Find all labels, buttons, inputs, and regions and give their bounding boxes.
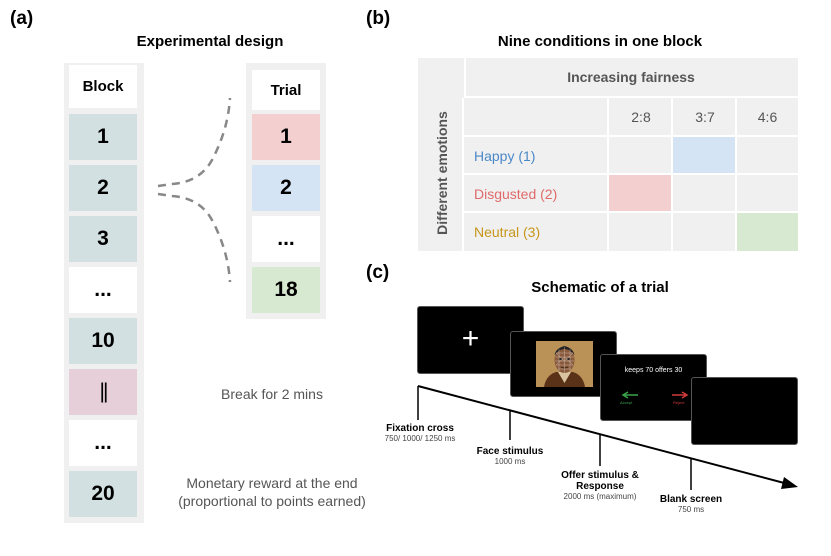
block-cell-1: 1 [69, 114, 137, 160]
cell-disgusted-4-6 [737, 175, 798, 213]
fixation-cross-symbol: + [461, 322, 480, 355]
trial-header: Trial [252, 70, 320, 110]
trial-cell-2: 2 [252, 165, 320, 211]
cell-happy-3-7 [673, 137, 737, 175]
step-blank-duration: 750 ms [677, 505, 705, 514]
row-title-band [418, 98, 464, 251]
trial-cell-18: 18 [252, 267, 320, 313]
row-happy-label-cell [464, 137, 609, 175]
block-cell-3: 3 [69, 216, 137, 262]
trial-cell-ellipsis: ... [252, 216, 320, 262]
col-header-1-cell [609, 98, 673, 137]
block-cell-10: 10 [69, 318, 137, 364]
step-offer-name-line2: Response [576, 481, 624, 492]
col-header-4-6: 4:6 [757, 109, 778, 125]
col-header-3-7: 3:7 [695, 109, 715, 125]
cell-disgusted-3-7 [673, 175, 737, 213]
accept-arrow-icon [621, 391, 638, 399]
step-blank-name: Blank screen [659, 494, 723, 505]
col-header-blank [464, 98, 609, 137]
cell-happy-4-6 [737, 137, 798, 175]
cell-disgusted-2-8 [609, 175, 673, 213]
col-header-2-cell [673, 98, 737, 137]
step-face: Face stimulus 1000 ms [460, 446, 560, 466]
panel-a-title: Experimental design [136, 33, 284, 50]
step-offer: Offer stimulus & Response 2000 ms (maxim… [548, 470, 652, 501]
reward-note-line1: Monetary reward at the end [186, 475, 358, 491]
face-screen [510, 331, 617, 397]
cell-neutral-2-8 [609, 213, 673, 251]
fixation-screen: + [417, 306, 524, 374]
block-cell-ellipsis-1: ... [69, 267, 137, 313]
break-note: Break for 2 mins [221, 386, 323, 402]
block-cell-20: 20 [69, 471, 137, 517]
cell-neutral-4-6 [737, 213, 798, 251]
conditions-grid: Increasing fairness Different emotions 2… [418, 58, 798, 251]
col-title: Increasing fairness [567, 69, 695, 85]
expansion-bracket [157, 97, 232, 283]
panel-c-label: (c) [366, 262, 390, 283]
step-offer-duration: 2000 ms (maximum) [563, 492, 637, 501]
step-fixation-duration: 750/ 1000/ 1250 ms [384, 434, 456, 443]
block-header: Block [69, 65, 137, 108]
offer-text: keeps 70 offers 30 [624, 367, 683, 374]
row-label-happy: Happy (1) [474, 148, 536, 164]
row-neutral-label-cell [464, 213, 609, 251]
cell-neutral-3-7 [673, 213, 737, 251]
blank-screen [691, 377, 798, 445]
col-header-3-cell [737, 98, 798, 137]
trial-column: Trial 1 2 ... 18 [246, 63, 326, 319]
face-photo [536, 341, 593, 387]
trial-cell-1: 1 [252, 114, 320, 160]
step-blank: Blank screen 750 ms [641, 494, 741, 514]
row-label-neutral: Neutral (3) [474, 224, 541, 240]
panel-b-label: (b) [366, 8, 391, 29]
step-face-name: Face stimulus [476, 446, 544, 457]
step-offer-name: Offer stimulus & [561, 470, 639, 481]
col-header-2-8: 2:8 [631, 109, 651, 125]
step-fixation: Fixation cross 750/ 1000/ 1250 ms [365, 423, 475, 443]
row-label-disgusted: Disgusted (2) [474, 186, 558, 202]
block-column: Block 1 2 3 ... 10 || ... 20 [64, 63, 144, 523]
block-cell-break: || [69, 369, 137, 415]
reject-arrow-icon [672, 391, 689, 399]
reject-label: Reject [673, 400, 685, 405]
panel-c-title: Schematic of a trial [531, 279, 669, 296]
block-cell-ellipsis-2: ... [69, 420, 137, 466]
col-title-band [464, 58, 798, 98]
step-fixation-name: Fixation cross [386, 423, 454, 434]
panel-a-label: (a) [10, 8, 34, 29]
block-cell-2: 2 [69, 165, 137, 211]
row-disgusted-label-cell [464, 175, 609, 213]
panel-b-title: Nine conditions in one block [497, 33, 703, 50]
accept-label: Accept [620, 400, 633, 405]
offer-screen: keeps 70 offers 30 Accept Reject [600, 354, 707, 421]
step-face-duration: 1000 ms [494, 457, 526, 466]
reward-note-line2: (proportional to points earned) [178, 493, 366, 509]
cell-happy-2-8 [609, 137, 673, 175]
